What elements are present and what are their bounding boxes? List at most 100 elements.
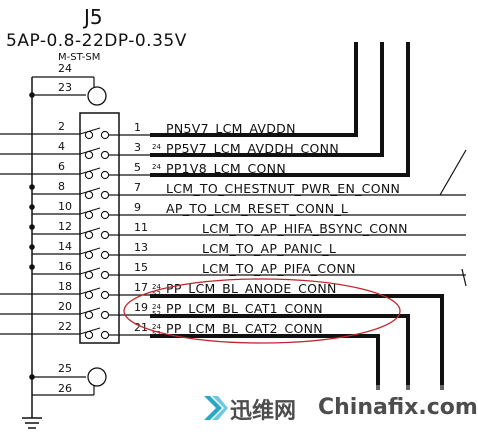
diagonal-wire	[439, 149, 467, 196]
pin-contact	[84, 230, 94, 240]
pin-label: 12	[58, 220, 72, 233]
right-pin-row: 13 LCM_TO_AP_PANIC_L	[100, 241, 466, 260]
net-label: PP_LCM_BL_ANODE_CONN	[166, 281, 337, 296]
watermark-cn: 迅维网	[230, 399, 297, 424]
pin-contact	[100, 330, 110, 340]
pin-label: 16	[58, 260, 72, 273]
pin-label: 14	[58, 240, 72, 253]
pin-contact	[84, 190, 94, 200]
net-sheet-ref: 24	[152, 283, 161, 291]
pin-label: 2	[58, 120, 65, 133]
mount-pad-bottom	[87, 367, 107, 387]
left-pin-row: 6	[0, 160, 101, 180]
pin-contact	[100, 270, 110, 280]
net-label: LCM_TO_CHESTNUT_PWR_EN_CONN	[166, 181, 400, 196]
part-reference: J5	[82, 5, 103, 29]
pin-label: 4	[58, 140, 65, 153]
pin-contact	[100, 210, 110, 220]
pin-contact	[100, 130, 110, 140]
net-label: AP_TO_LCM_RESET_CONN_L	[166, 201, 348, 216]
pin-contact	[84, 150, 94, 160]
right-pin-row: 3 24 PP5V7_LCM_AVDDH_CONN	[100, 141, 339, 160]
left-pin-rows: 2 4 6 8 10 12 14 16 18 20 22	[0, 120, 101, 340]
right-pin-row: 7 LCM_TO_CHESTNUT_PWR_EN_CONN	[100, 181, 466, 200]
pin-contact	[100, 290, 110, 300]
pin-label: 24	[58, 62, 72, 75]
pin-label: 20	[58, 300, 72, 313]
net-label: PN5V7_LCM_AVDDN	[166, 121, 296, 136]
left-pin-row: 4	[0, 140, 101, 160]
pin-label: 6	[58, 160, 65, 173]
pin-label: 23	[58, 81, 72, 94]
right-pin-row: 15 LCM_TO_AP_PIFA_CONN	[100, 261, 466, 280]
pin-contact	[100, 310, 110, 320]
pin-contact	[84, 170, 94, 180]
net-sheet-ref: 24	[152, 163, 161, 171]
net-sheet-ref: 24	[152, 323, 161, 331]
pin-contact	[100, 250, 110, 260]
left-pin-row: 16	[32, 260, 101, 280]
pin-label: 8	[58, 180, 65, 193]
pin-label: 10	[58, 200, 72, 213]
pin-label: 9	[134, 201, 141, 214]
left-pin-row: 14	[32, 240, 101, 260]
pin-label: 15	[134, 261, 148, 274]
pin-contact	[100, 170, 110, 180]
mount-pad-top	[87, 86, 107, 106]
junction-dots	[29, 92, 35, 380]
net-label: LCM_TO_AP_PIFA_CONN	[202, 261, 356, 276]
pin-contact	[100, 230, 110, 240]
left-pin-row: 12	[32, 220, 101, 240]
pin-contact	[84, 290, 94, 300]
pin-contact	[84, 310, 94, 320]
left-pin-row: 2	[0, 120, 101, 140]
connector-body	[79, 112, 120, 344]
pin-label: 21	[134, 321, 148, 334]
pin-label: 11	[134, 221, 148, 234]
pin-contact	[100, 190, 110, 200]
right-pin-row: 11 LCM_TO_AP_HIFA_BSYNC_CONN	[100, 221, 466, 240]
pin-contact	[84, 250, 94, 260]
pin-label: 22	[58, 320, 72, 333]
right-pin-row: 9 AP_TO_LCM_RESET_CONN_L	[100, 201, 466, 220]
part-value: 5AP-0.8-22DP-0.35V	[6, 31, 187, 51]
net-label: LCM_TO_AP_PANIC_L	[202, 241, 336, 256]
pin-label: 3	[134, 141, 141, 154]
net-label: PP_LCM_BL_CAT2_CONN	[166, 321, 323, 336]
pin-label: 26	[58, 382, 72, 395]
net-sheet-ref: 24	[152, 143, 161, 151]
left-pin-row: 10	[32, 200, 101, 220]
watermark: 迅维网 Chinafix.com	[196, 385, 478, 434]
pin-label: 19	[134, 301, 148, 314]
net-label: PP5V7_LCM_AVDDH_CONN	[166, 141, 339, 156]
highlight-ellipse	[123, 278, 401, 344]
ground-symbol	[22, 417, 42, 429]
pin-label: 13	[134, 241, 148, 254]
pin-contact	[84, 130, 94, 140]
pin-label: 18	[58, 280, 72, 293]
net-label: PP_LCM_BL_CAT1_CONN	[166, 301, 323, 316]
right-pin-row: 1 PN5V7_LCM_AVDDN	[100, 121, 296, 140]
left-pin-row: 22	[0, 320, 101, 340]
net-sheet-ref: 24	[152, 303, 161, 311]
pin-contact	[100, 150, 110, 160]
net-label: LCM_TO_AP_HIFA_BSYNC_CONN	[202, 221, 408, 236]
chinafix-logo-icon	[204, 396, 228, 420]
watermark-en: Chinafix.com	[318, 395, 478, 420]
pin-label: 1	[134, 121, 141, 134]
pin-label: 25	[58, 362, 72, 375]
pin-label: 5	[134, 161, 141, 174]
power-bus-lines	[150, 42, 410, 177]
left-pin-row: 18	[0, 280, 101, 300]
pin-label: 7	[134, 181, 141, 194]
part-note: M-ST-SM	[58, 52, 100, 63]
pin-contact	[84, 270, 94, 280]
pin-contact	[84, 330, 94, 340]
pin-label: 17	[134, 281, 148, 294]
pin-contact	[84, 210, 94, 220]
left-pin-row: 8	[32, 180, 101, 200]
backlight-bus-lines	[150, 294, 444, 390]
